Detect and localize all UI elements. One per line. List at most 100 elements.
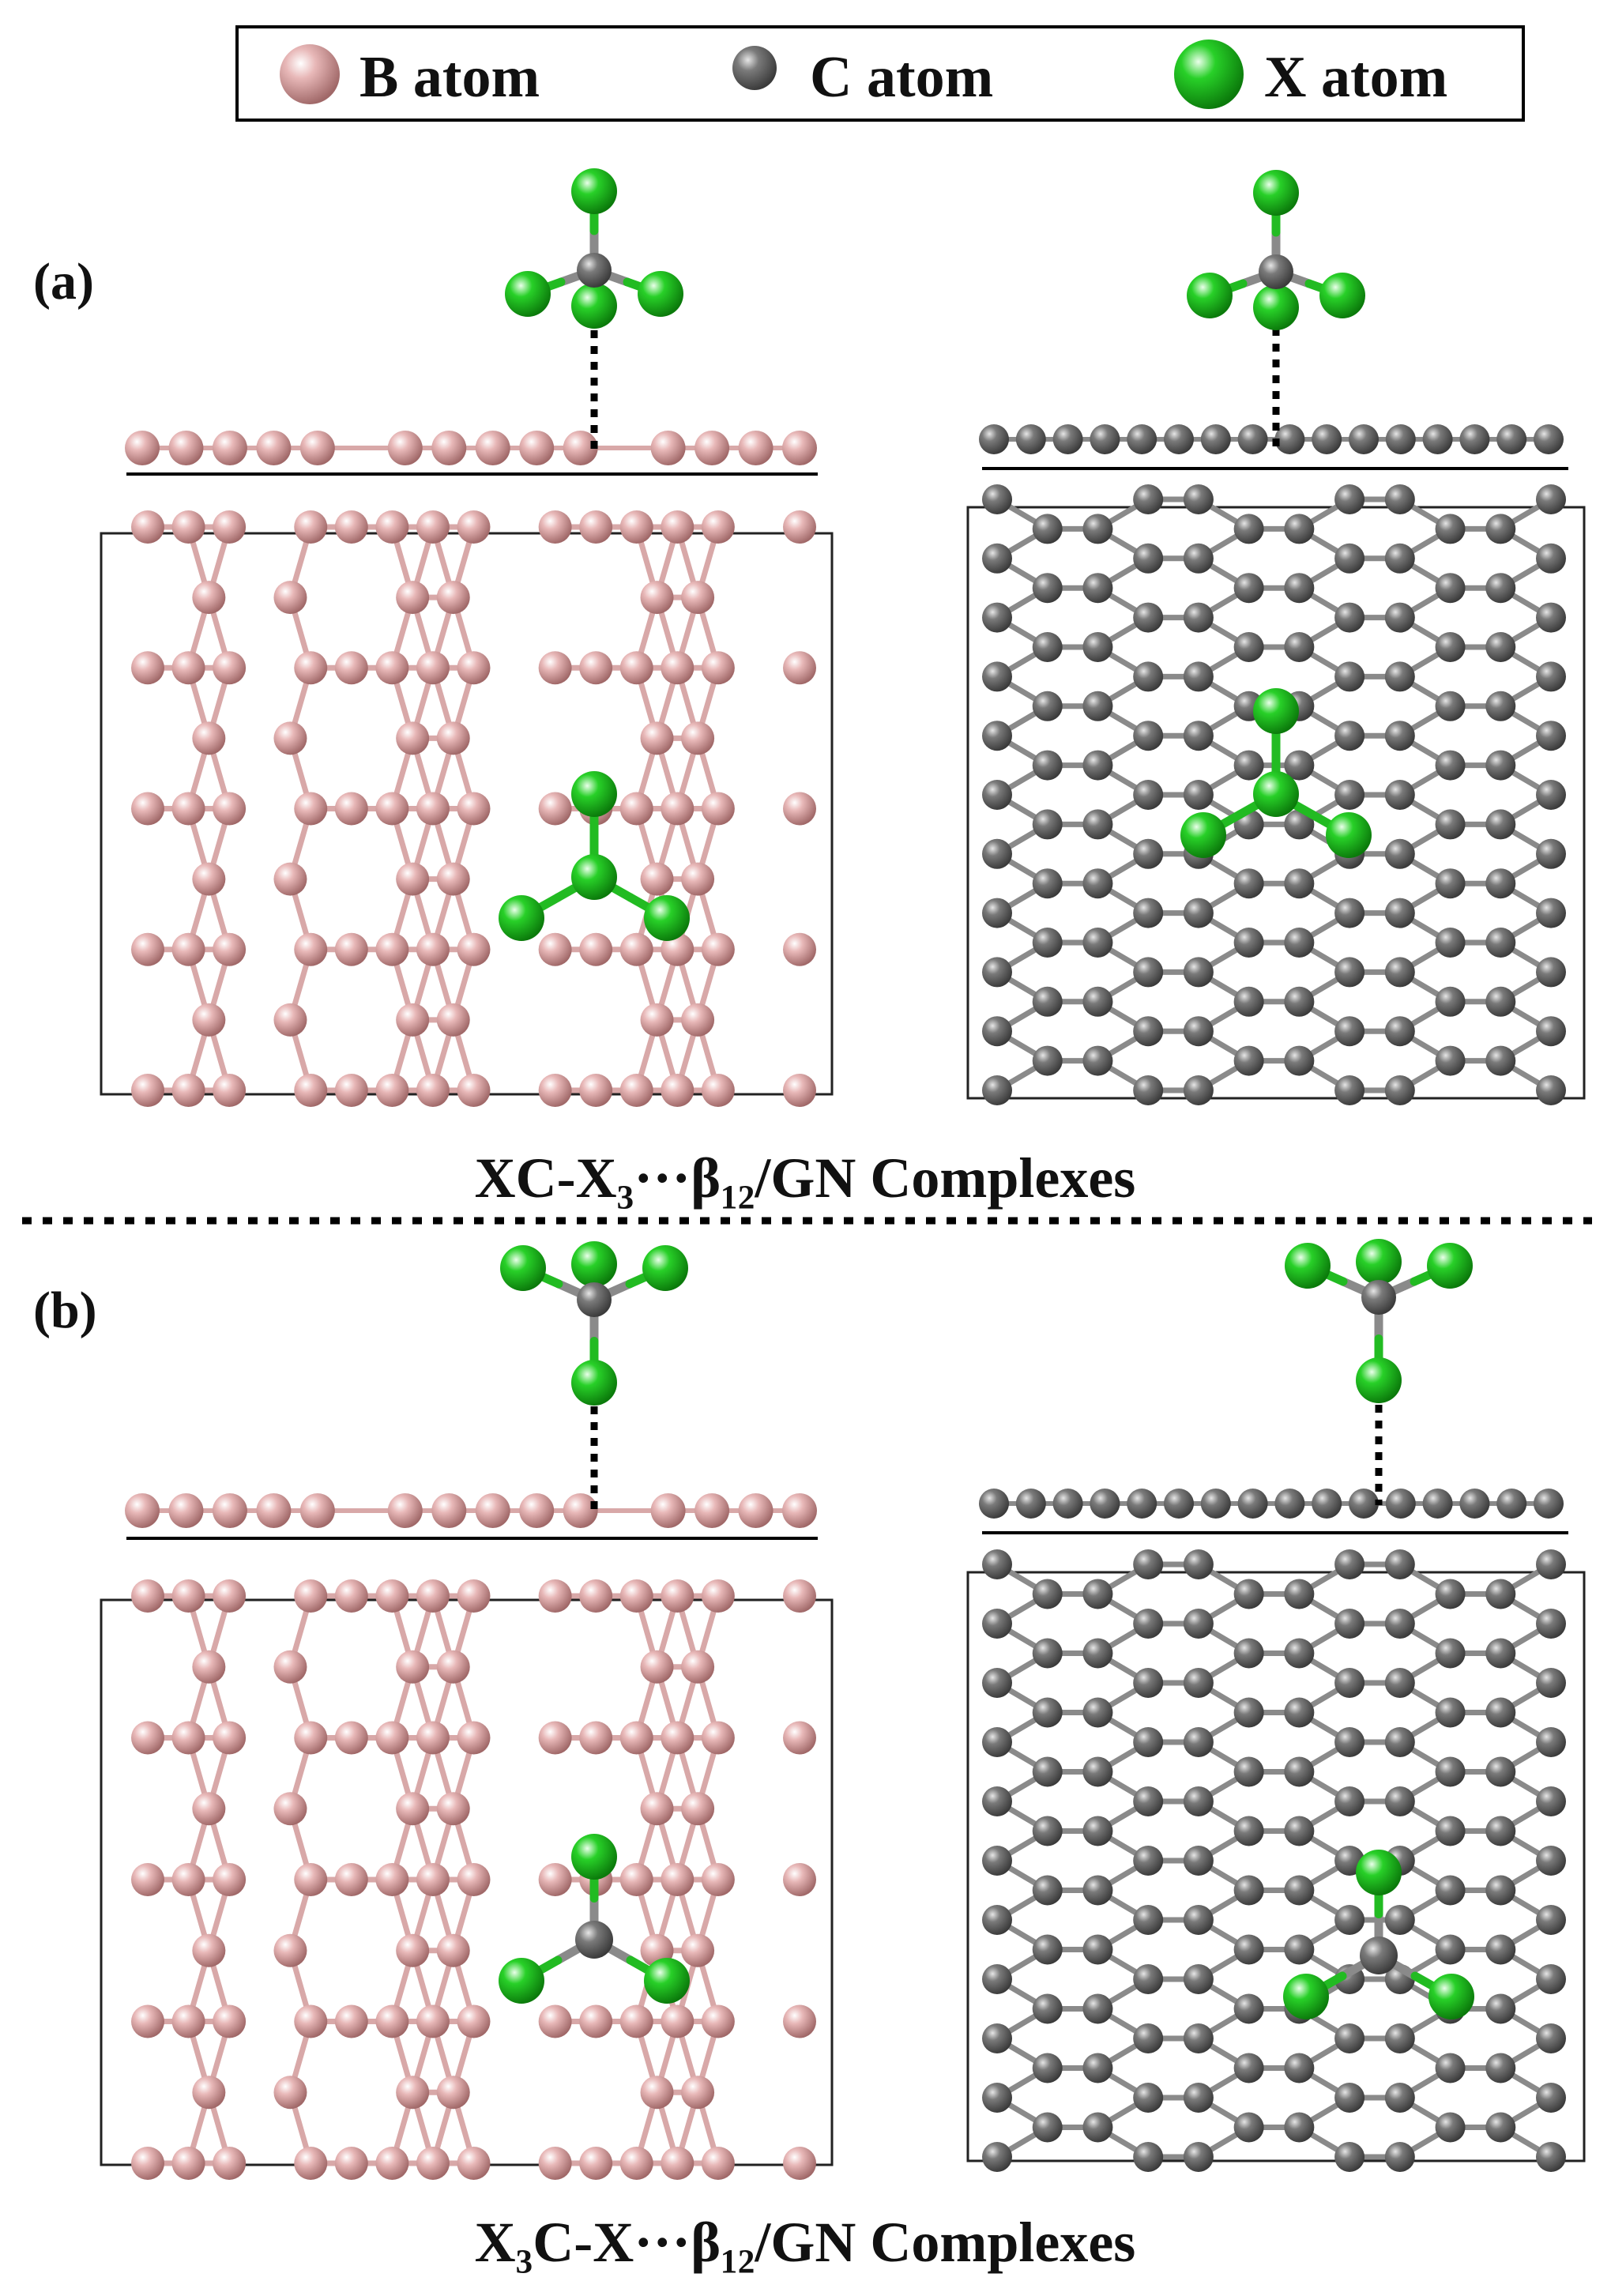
carbon-atom [1485,632,1516,662]
carbon-atom [1384,957,1415,988]
carbon-atom [1133,1905,1164,1935]
boron-atom [538,651,572,685]
carbon-atom [1233,986,1264,1017]
boron-atom [640,721,674,755]
boron-atom [213,651,247,685]
halogen-atom [644,895,690,941]
carbon-atom [1233,1934,1264,1965]
legend-item-c-atom: C atom [732,45,993,110]
carbon-atom [1334,721,1365,751]
carbon-atom [1032,1756,1063,1787]
boron-atom [334,1579,368,1613]
boron-atom [619,2147,653,2180]
halogen-atom [571,1360,617,1406]
boron-atom [192,2076,226,2110]
carbon-atom [1536,602,1566,633]
boron-atom [334,2147,368,2180]
carbon-atom [1485,1816,1516,1846]
carbon-atom [1233,1638,1264,1669]
boron-atom [131,2147,164,2180]
boron-atom [701,2147,735,2180]
boron-atom [782,431,817,465]
carbon-atom [1133,1075,1164,1105]
carbon-atom [1312,424,1342,454]
boron-atom [694,1493,730,1528]
carbon-atom [1384,543,1415,574]
boron-atom [640,862,674,896]
carbon-atom [1384,1727,1415,1757]
boron-atom [299,431,335,465]
carbon-atom [1032,573,1063,604]
carbon-atom [1435,809,1466,840]
boron-atom [294,1721,328,1755]
boron-atom [563,1493,598,1528]
boron-atom [396,721,430,755]
carbon-atom [1334,2142,1365,2172]
boron-atom [171,2004,205,2038]
carbon-atom [1536,957,1566,988]
carbon-atom [1284,928,1315,958]
boron-atom [294,651,328,685]
boron-atom [294,2147,328,2180]
carbon-atom [982,2142,1012,2172]
carbon-atom [1384,1075,1415,1105]
boron-atom [396,2076,430,2110]
carbon-atom [1237,1489,1268,1519]
carbon-atom [1032,986,1063,1017]
boron-atom [192,1792,226,1826]
carbon-atom [1133,1609,1164,1639]
carbon-atom [1334,661,1365,692]
boron-atom [457,792,491,826]
carbon-atom [982,1668,1012,1698]
boron-atom [640,1650,674,1684]
carbon-atom [1082,1638,1113,1669]
boron-atom [701,651,735,685]
carbon-atom [1233,2053,1264,2083]
carbon-atom [1485,1579,1516,1609]
carbon-atom [982,2083,1012,2113]
carbon-atom [1052,424,1083,454]
boron-atom [131,932,164,966]
panel-b-graphene-molecule-top [1283,1850,1474,2019]
carbon-atom [982,838,1012,869]
boron-atom [640,1003,674,1037]
panel-b-caption: X₃C-X···β₁₂/GN Complexes [475,2211,1136,2274]
carbon-atom [1133,602,1164,633]
boron-atom [436,1650,470,1684]
panel-a-graphene-top-view [982,484,1566,1105]
carbon-atom [1536,1846,1566,1876]
carbon-atom [1536,780,1566,810]
carbon-atom [1133,1668,1164,1698]
carbon-atom [1536,721,1566,751]
boron-atom [681,2076,715,2110]
boron-atom [334,510,368,544]
carbon-atom [1485,1638,1516,1669]
carbon-atom [1435,1875,1466,1906]
carbon-atom [1435,1638,1466,1669]
carbon-atom [982,1727,1012,1757]
panel-b-graphene-cell [966,1571,1586,2162]
halogen-atom [1356,1850,1402,1895]
halogen-atom [1428,1974,1474,2019]
boron-atom [640,1792,674,1826]
boron-atom [131,1074,164,1107]
carbon-atom [982,721,1012,751]
panel-a-borophene-molecule-side [505,168,683,329]
boron-atom [168,1493,204,1528]
boron-atom [579,510,613,544]
boron-atom [457,1721,491,1755]
carbon-atom [1183,484,1214,514]
carbon-atom [1496,424,1527,454]
boron-atom [457,932,491,966]
carbon-atom [1082,1045,1113,1076]
carbon-atom [1384,2023,1415,2053]
carbon-atom [1485,868,1516,899]
carbon-atom [1384,898,1415,928]
boron-atom [171,932,205,966]
boron-atom [294,1863,328,1896]
carbon-atom [1334,543,1365,574]
carbon-atom [1032,691,1063,721]
carbon-atom [1384,661,1415,692]
halogen-atom [500,1245,546,1291]
boron-atom [171,1863,205,1896]
